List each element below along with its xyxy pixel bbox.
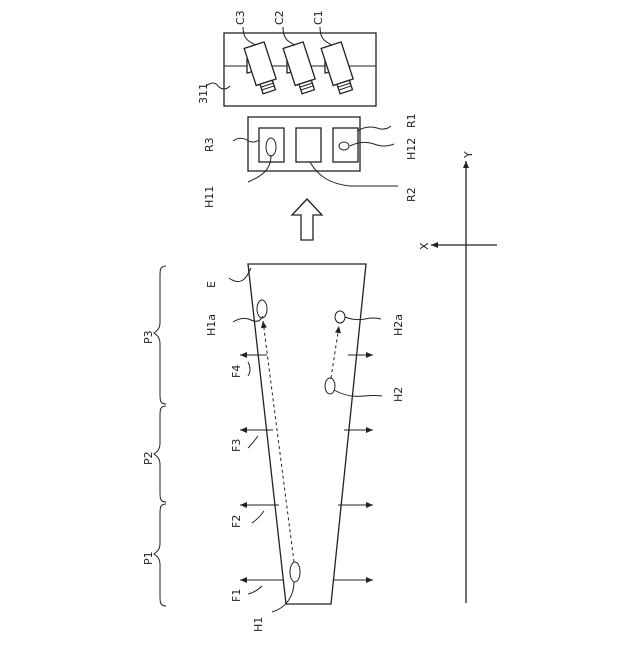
label-h2a: H2a: [392, 314, 405, 336]
label-c1: C1: [312, 10, 325, 25]
region-r3: [259, 128, 284, 162]
region-r1: [333, 128, 358, 162]
label-h12: H12: [405, 138, 418, 160]
hole-h11-image: [266, 138, 276, 156]
hole-h2a: [335, 311, 345, 323]
label-r3: R3: [203, 137, 216, 152]
label-h11: H11: [203, 186, 216, 208]
hole-h2: [325, 378, 335, 394]
label-c3: C3: [234, 10, 247, 25]
hole-h12-image: [339, 142, 349, 150]
camera-c3-body: [244, 42, 276, 86]
label-p3: P3: [142, 330, 155, 344]
label-x: X: [418, 242, 431, 250]
label-f3: F3: [230, 439, 243, 452]
label-r2: R2: [405, 187, 418, 202]
label-p1: P1: [142, 551, 155, 565]
label-f1: F1: [230, 589, 243, 602]
label-y: Y: [462, 151, 475, 159]
camera-unit-311: C3 C2 C1 311: [197, 10, 376, 106]
camera-c2-body: [283, 42, 315, 86]
label-p2: P2: [142, 451, 155, 465]
image-region-box: R3 R1 H12 H11 R2: [203, 113, 418, 208]
label-f2: F2: [230, 515, 243, 528]
axes: Y X: [418, 151, 497, 603]
transfer-arrow: [292, 199, 322, 240]
force-arrows: F4 F3 F2 F1: [230, 355, 373, 602]
label-h1: H1: [252, 617, 265, 632]
hole-h1a: [257, 300, 267, 318]
region-r2: [296, 128, 321, 162]
brace-p1: [154, 504, 166, 606]
label-h2: H2: [392, 387, 405, 402]
brace-p2: [154, 406, 166, 502]
hole-h1: [290, 562, 300, 582]
camera-c1-body: [321, 42, 353, 86]
section-braces: P3 P2 P1: [142, 266, 166, 606]
label-f4: F4: [230, 365, 243, 378]
camera-c2: [283, 42, 318, 95]
brace-p3: [154, 266, 166, 404]
region-frame: [248, 117, 360, 171]
label-c2: C2: [273, 10, 286, 25]
camera-c3: [244, 42, 279, 95]
label-r1: R1: [405, 113, 418, 128]
path-h2-h2a: [331, 326, 339, 378]
label-e: E: [205, 281, 218, 288]
camera-c1: [321, 42, 356, 95]
label-311: 311: [197, 83, 210, 104]
label-h1a: H1a: [205, 314, 218, 336]
